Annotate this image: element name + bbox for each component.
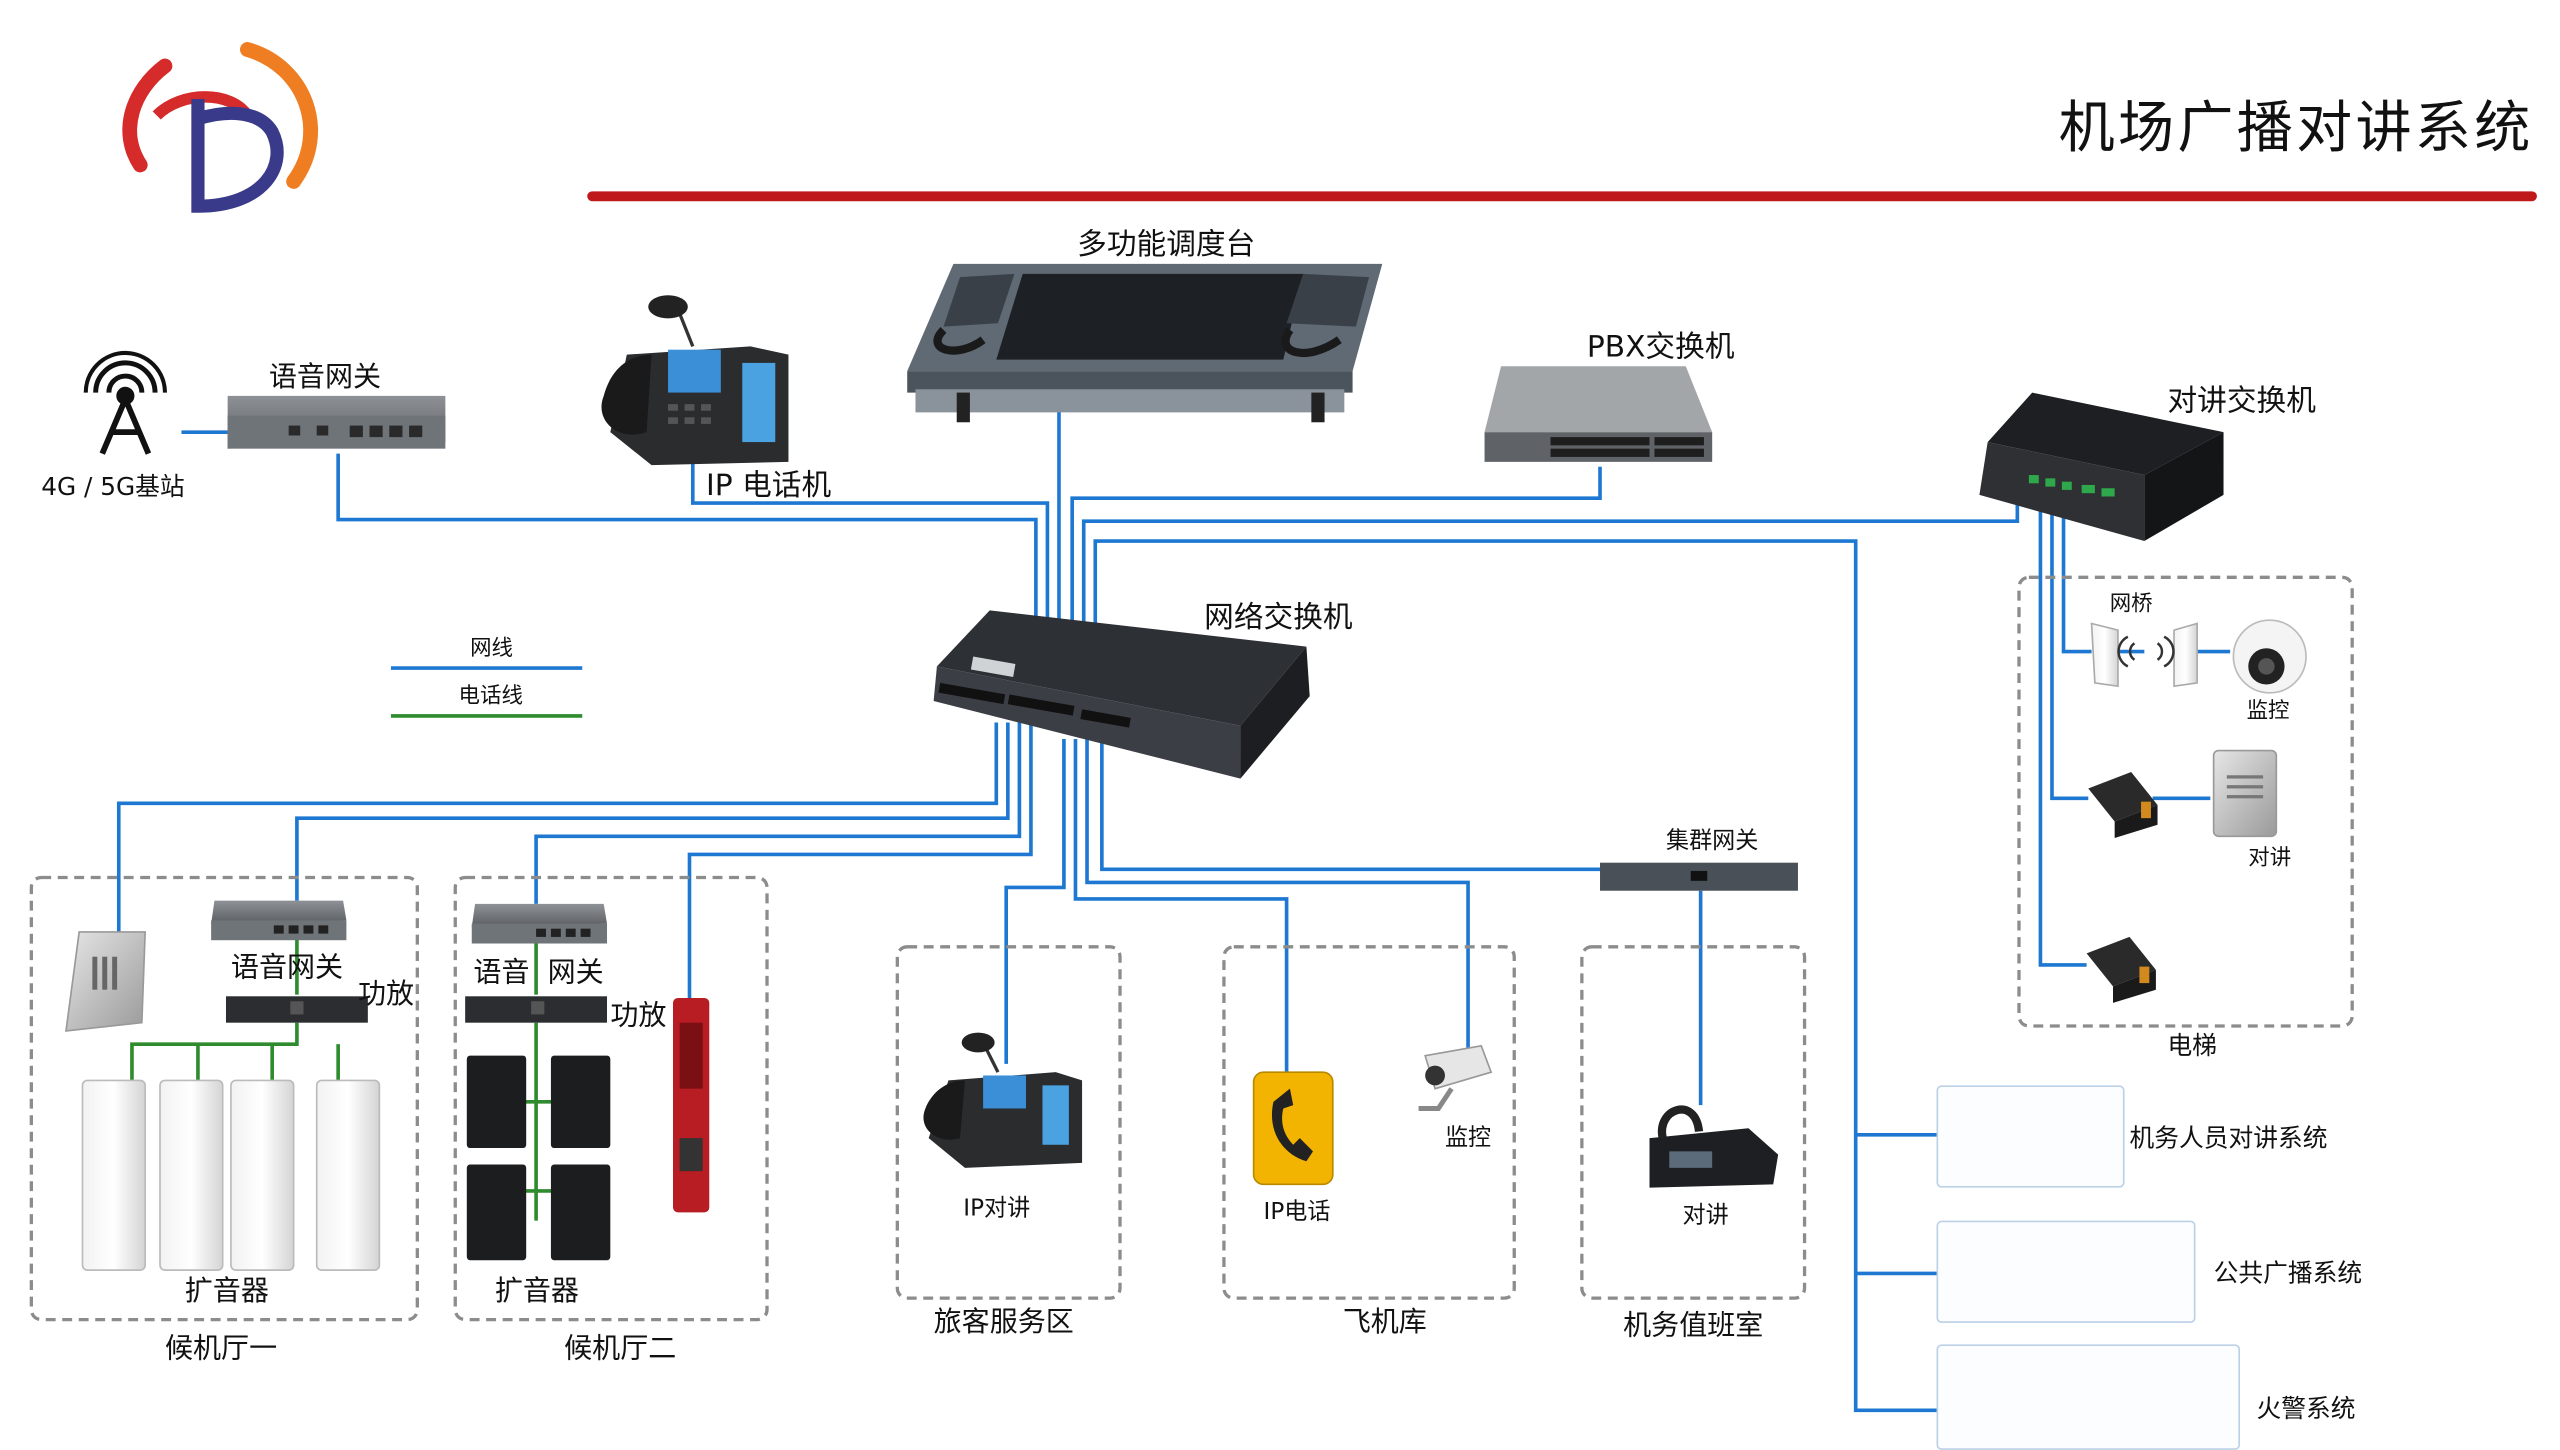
ip-phone-device-icon	[601, 295, 789, 466]
voice-gateway-device-icon	[227, 395, 446, 449]
service-device-label: IP对讲	[963, 1195, 1031, 1223]
page-title: 机场广播对讲系统	[2058, 97, 2534, 161]
network-switch-label: 网络交换机	[1204, 600, 1353, 636]
dome-camera-icon	[2232, 619, 2307, 694]
hall-two-speakers-label: 扩音器	[494, 1275, 579, 1309]
crew-intercom-label: 机务人员对讲系统	[2129, 1123, 2328, 1154]
hall-one-speakers-label: 扩音器	[184, 1275, 269, 1309]
box-speaker-icon	[466, 1055, 611, 1261]
help-point-icon	[672, 997, 710, 1213]
hall-one-intercom-panel-icon	[65, 931, 147, 1032]
hangar-zone-label: 飞机库	[1342, 1306, 1427, 1340]
yellow-phone-icon	[1252, 1071, 1334, 1186]
bullet-camera-icon	[1418, 1044, 1493, 1111]
public-broadcast-label: 公共广播系统	[2213, 1258, 2363, 1289]
crew-intercom-box	[1936, 1085, 2125, 1188]
hall-two-gateway-left-label: 语音	[473, 956, 530, 990]
elevator-camera-label: 监控	[2246, 699, 2290, 725]
fire-alarm-label: 火警系统	[2256, 1393, 2356, 1424]
antenna-tower-icon	[83, 350, 168, 455]
network-switch-device-icon	[933, 610, 1310, 779]
trunk-gateway-label: 集群网关	[1665, 828, 1759, 855]
hall-two-amplifier-label: 功放	[610, 999, 667, 1033]
voice-gateway-label: 语音网关	[268, 361, 382, 395]
column-speaker-icon	[81, 1079, 381, 1271]
service-zone-label: 旅客服务区	[933, 1306, 1074, 1340]
service-ip-intercom-icon	[923, 1032, 1083, 1168]
dispatch-console-label: 多功能调度台	[1077, 227, 1256, 263]
elevator-zone-box	[2017, 575, 2354, 1028]
pbx-switch-label: PBX交换机	[1586, 329, 1735, 365]
hall-one-zone-box	[29, 875, 419, 1322]
ip-phone-label: IP 电话机	[705, 468, 832, 504]
duty-zone-label: 机务值班室	[1623, 1309, 1764, 1343]
duty-zone-box	[1580, 945, 1807, 1300]
cd-logo-icon	[122, 42, 318, 213]
hangar-phone-label: IP电话	[1263, 1199, 1331, 1226]
hall-two-amplifier-icon	[465, 996, 608, 1023]
trunk-gateway-icon	[1600, 862, 1798, 891]
hangar-camera-label: 监控	[1444, 1124, 1492, 1152]
hall-two-zone-box	[453, 875, 769, 1322]
hangar-zone-box	[1222, 945, 1516, 1300]
bridge-label: 网桥	[2109, 592, 2153, 617]
elevator-intercom-label: 对讲	[2248, 846, 2292, 871]
hall-one-gateway-label: 语音网关	[230, 951, 344, 985]
mobile-radio-icon	[1649, 1105, 1779, 1188]
dispatch-console-device-icon	[907, 263, 1383, 423]
wireless-bridge-icon	[2090, 622, 2198, 688]
pbx-switch-device-icon	[1484, 366, 1713, 462]
intercom-switch-label: 对讲交换机	[2167, 384, 2316, 419]
hall-two-gateway-icon	[471, 903, 608, 944]
hall-two-zone-label: 候机厅二	[564, 1332, 677, 1366]
duty-radio-label: 对讲	[1682, 1202, 1729, 1229]
legend-network-label: 网线	[470, 636, 514, 662]
elevator-intercom-box2-icon	[2086, 936, 2156, 1003]
elevator-intercom-box-icon	[2088, 771, 2158, 838]
elevator-panel-icon	[2212, 749, 2278, 838]
service-zone-box	[895, 945, 1122, 1300]
public-broadcast-box	[1936, 1220, 2196, 1323]
hall-one-gateway-icon	[211, 900, 347, 941]
elevator-zone-label: 电梯	[2167, 1030, 2217, 1061]
fire-alarm-box	[1936, 1344, 2241, 1450]
base-station-label: 4G / 5G基站	[41, 471, 185, 502]
hall-one-amplifier-icon	[225, 996, 368, 1023]
intercom-switch-device-icon	[1979, 392, 2224, 542]
header-rule	[587, 191, 2537, 202]
hall-one-zone-label: 候机厅一	[164, 1332, 278, 1366]
hall-two-gateway-right-label: 网关	[547, 956, 604, 990]
legend-phone-label: 电话线	[458, 684, 523, 710]
hall-one-amplifier-label: 功放	[357, 978, 415, 1012]
